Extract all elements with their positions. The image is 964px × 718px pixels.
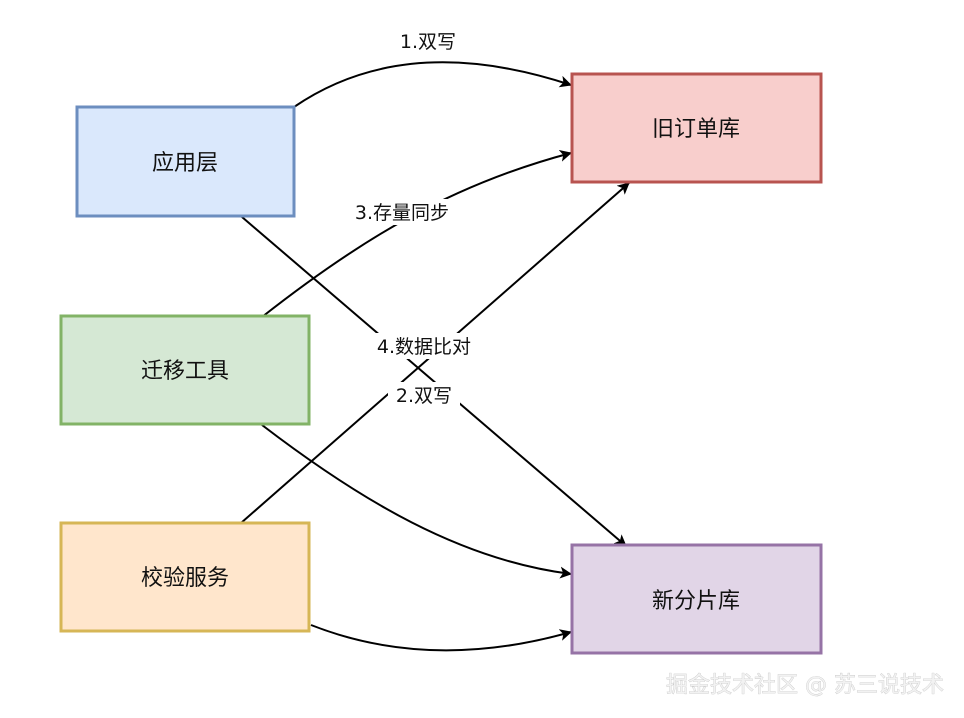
node-newdb: 新分片库	[570, 543, 823, 655]
edge-label-verify-to-olddb: 4.数据比对	[377, 336, 471, 358]
node-verify: 校验服务	[59, 521, 311, 633]
edge-label-app-to-newdb: 2.双写	[396, 385, 452, 407]
edge-migrate-to-newdb	[261, 424, 572, 579]
edge-app-to-newdb	[241, 216, 627, 547]
node-app: 应用层	[75, 105, 296, 218]
node-label-migrate: 迁移工具	[141, 359, 229, 384]
edge-verify-to-newdb	[310, 624, 572, 652]
edge-migrate-to-olddb	[261, 150, 572, 318]
edge-label-migrate-to-olddb: 3.存量同步	[355, 202, 449, 224]
node-label-newdb: 新分片库	[652, 589, 740, 614]
edge-label-app-to-olddb: 1.双写	[400, 31, 456, 53]
edge-app-to-olddb	[293, 61, 572, 108]
edge-label-bg	[368, 333, 480, 359]
node-label-olddb: 旧订单库	[652, 117, 740, 142]
node-label-verify: 校验服务	[141, 566, 229, 591]
node-label-app: 应用层	[152, 151, 218, 176]
edge-label-bg	[392, 28, 462, 54]
watermark-text: 掘金技术社区 @ 苏三说技术	[666, 673, 944, 698]
edge-label-bg	[346, 199, 458, 225]
edge-label-bg	[388, 382, 460, 408]
node-migrate: 迁移工具	[59, 314, 311, 426]
node-olddb: 旧订单库	[570, 72, 823, 184]
